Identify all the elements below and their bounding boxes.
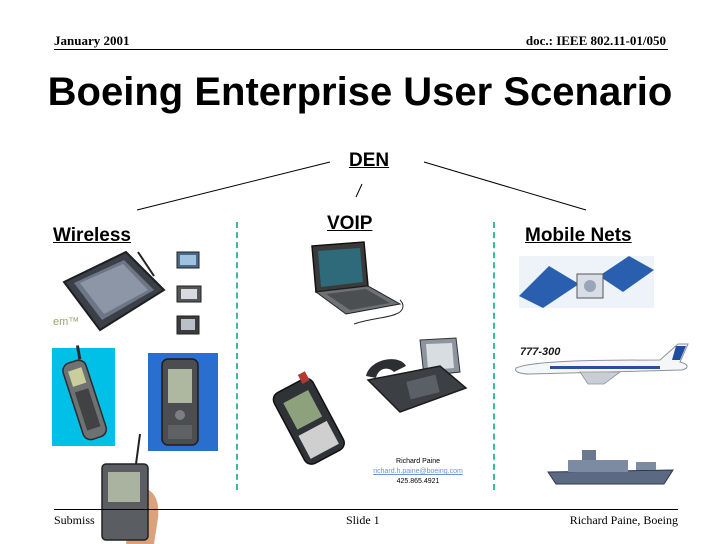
footer-author: Richard Paine, Boeing: [569, 513, 678, 527]
footer-slide-number: Slide 1: [346, 513, 380, 527]
header-date: January 2001: [54, 33, 130, 48]
smartphone-image: [272, 371, 345, 465]
header-doc-id: doc.: IEEE 802.11-01/050: [525, 33, 666, 48]
small-devices-image: [176, 251, 202, 335]
slide-title: Boeing Enterprise User Scenario: [47, 70, 673, 114]
pen-tablet-image: [62, 250, 166, 332]
header-rule: [54, 49, 668, 50]
footer-left: Submiss: [54, 513, 95, 527]
contact-block: Richard Paine richard.h.paine@boeing.com…: [358, 457, 478, 487]
node-voip: VOIP: [327, 213, 373, 234]
contact-name: Richard Paine: [396, 458, 440, 465]
laptop-image: [311, 241, 404, 325]
contact-phone: 425.865.4921: [396, 478, 440, 485]
footer-rule: [54, 509, 678, 510]
airplane-image: [515, 343, 689, 385]
satellite-image: [519, 256, 654, 308]
divider-right: [493, 222, 495, 490]
pda-in-hand-image: [101, 433, 159, 544]
connector-den-mobile: [423, 161, 587, 211]
node-mobile-nets: Mobile Nets: [525, 225, 632, 246]
pda-image: [161, 358, 199, 446]
mobile-phone-image: [62, 345, 108, 441]
wireless-overlay-text: em™: [53, 316, 80, 328]
ip-desk-phone-image: [366, 337, 468, 413]
ship-image: [547, 450, 674, 485]
connector-den-wireless: [136, 161, 331, 211]
airplane-text: 777-300: [520, 346, 561, 358]
node-den: DEN: [349, 150, 390, 171]
node-wireless: Wireless: [53, 225, 131, 246]
connector-den-voip: [355, 183, 363, 198]
contact-email-link[interactable]: richard.h.paine@boeing.com: [373, 468, 463, 475]
divider-left: [236, 222, 238, 490]
